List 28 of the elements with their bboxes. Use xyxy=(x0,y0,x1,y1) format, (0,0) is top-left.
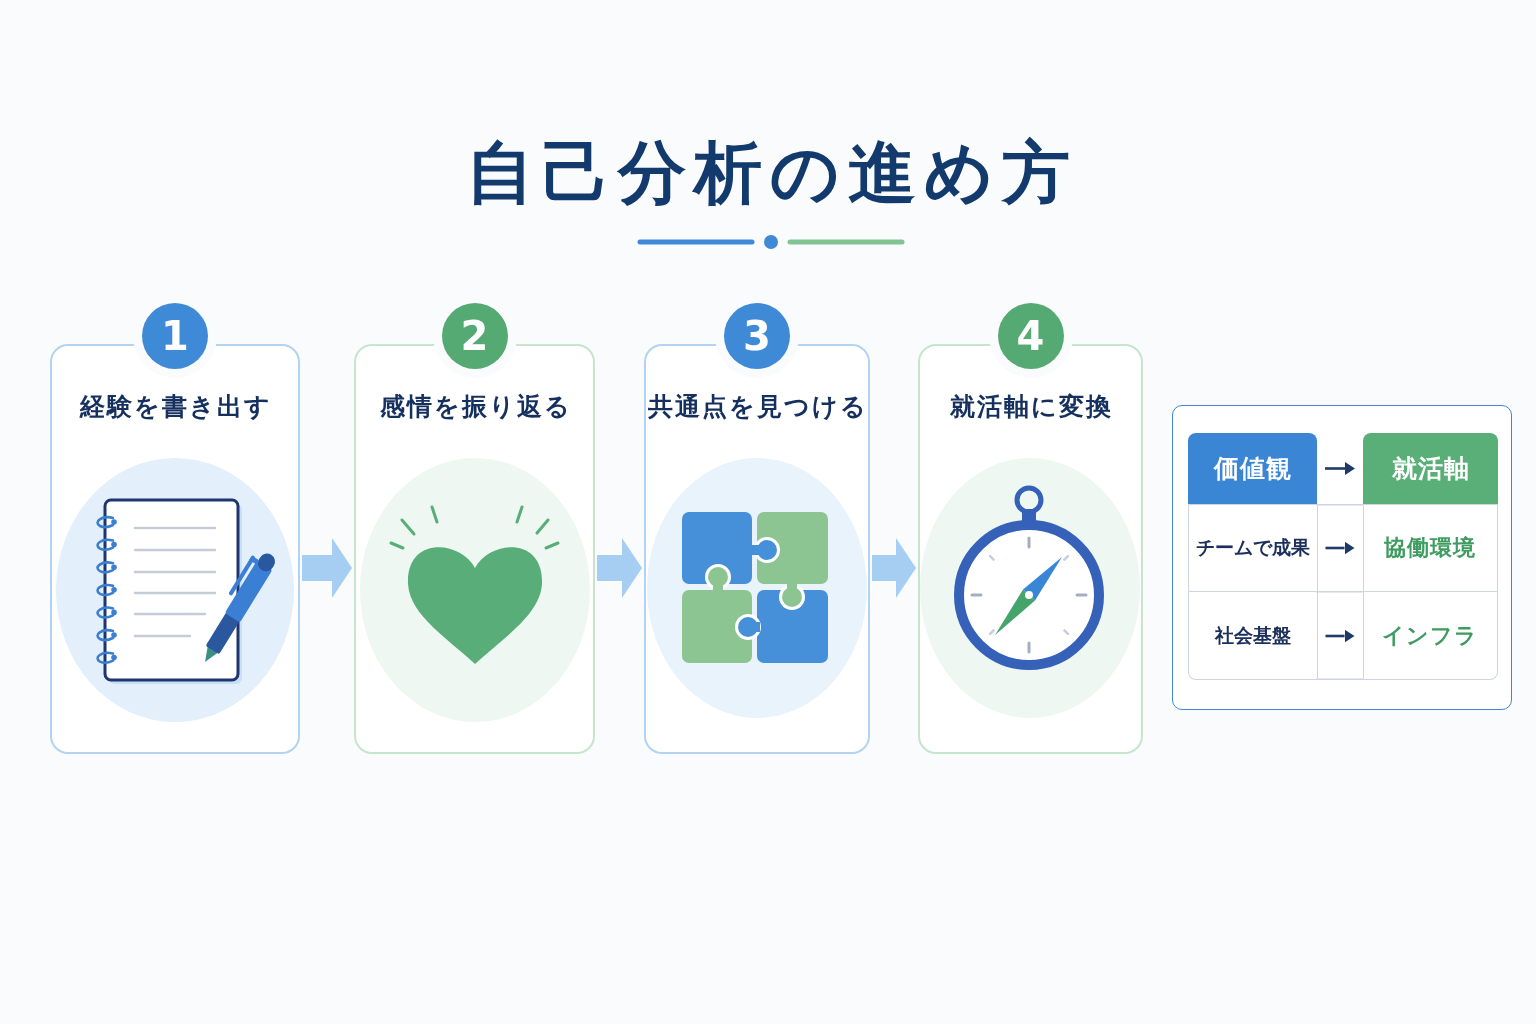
arrow xyxy=(1325,629,1355,643)
step-number: 1 xyxy=(161,316,189,356)
arrow xyxy=(1325,541,1355,555)
table-cell xyxy=(1188,592,1318,680)
table-cell xyxy=(1362,592,1498,680)
step-title: 感情を振り返る xyxy=(378,391,572,423)
step-title: 経験を書き出す xyxy=(78,391,272,423)
cell-text: 社会基盤 xyxy=(1214,622,1291,648)
step-title: 共通点を見つける xyxy=(647,391,868,423)
block-arrow xyxy=(872,538,916,598)
block-arrow xyxy=(302,538,352,598)
table-cell xyxy=(1188,504,1318,592)
step-title: 就活軸に変換 xyxy=(949,391,1113,423)
cell-text: インフラ xyxy=(1382,621,1479,650)
header-text: 価値観 xyxy=(1213,453,1292,485)
diagram-title: 自己分析の進め方 xyxy=(465,132,1078,214)
table-header-cell xyxy=(1188,433,1317,504)
arrow xyxy=(1325,462,1355,475)
table-card xyxy=(1172,405,1512,710)
step-number: 3 xyxy=(743,316,771,356)
block-arrow xyxy=(597,538,642,598)
step-number: 2 xyxy=(460,316,489,356)
step-number: 4 xyxy=(1016,316,1045,356)
table-cell xyxy=(1362,504,1498,592)
cell-text: チームで成果 xyxy=(1195,535,1310,560)
cell-text: 協働環境 xyxy=(1384,534,1477,562)
header-text: 就活軸 xyxy=(1391,453,1470,485)
table-header-cell xyxy=(1363,433,1498,504)
